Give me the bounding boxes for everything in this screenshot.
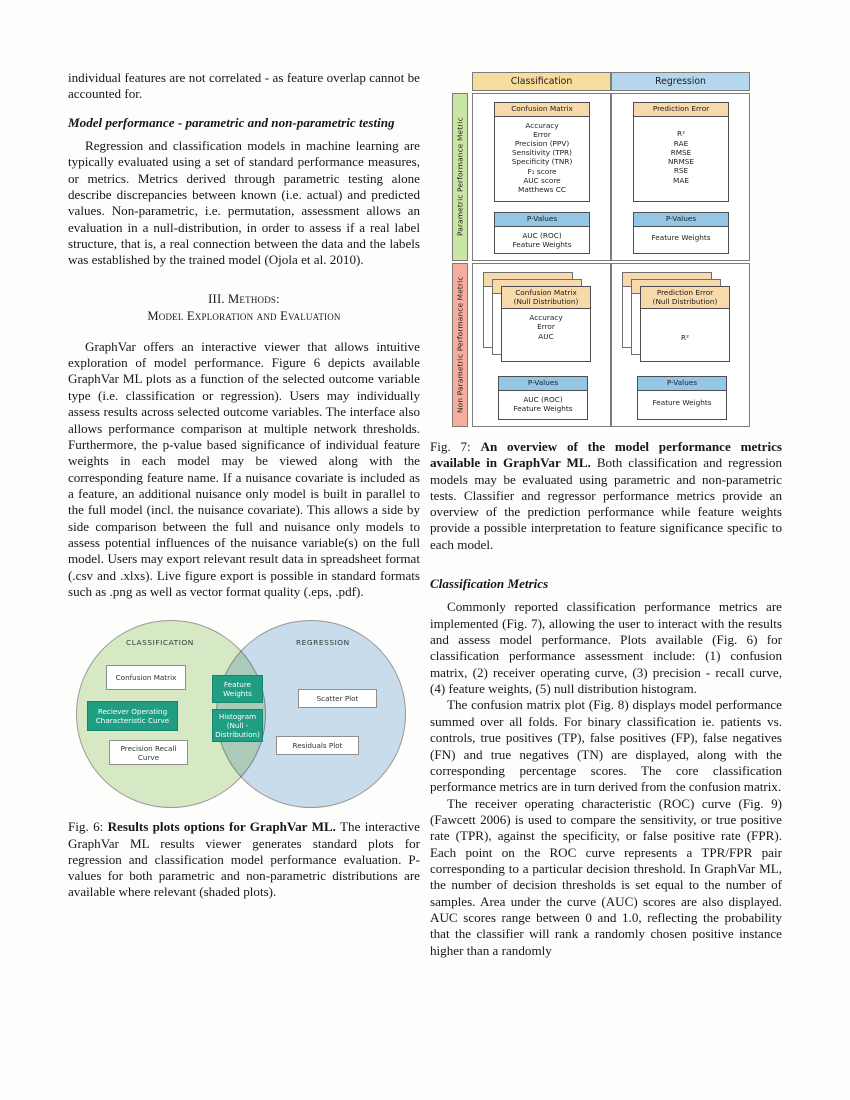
card-title: P-Values [638, 377, 726, 391]
venn-label-classification: CLASSIFICATION [126, 638, 194, 648]
card-items: Feature Weights [651, 233, 711, 243]
venn-box-text: Scatter Plot [316, 694, 359, 704]
venn-box-text: Reciever Operating Characteristic Curve [95, 707, 170, 726]
paragraph-methods: GraphVar offers an interactive viewer th… [68, 338, 420, 599]
section-heading-line-1: III. Methods: [208, 291, 280, 306]
card-title: P-Values [634, 213, 728, 227]
venn-box-roc-curve: Reciever Operating Characteristic Curve [87, 701, 178, 732]
card-title: Prediction Error [634, 103, 728, 117]
card-title: P-Values [495, 213, 589, 227]
card-confusion-matrix: Confusion Matrix Accuracy Error Precisio… [494, 102, 590, 202]
card-items: Accuracy Error AUC [529, 313, 563, 341]
venn-box-residuals-plot: Residuals Plot [276, 736, 359, 756]
card-p-values-nonparam-classification: P-Values AUC (ROC) Feature Weights [498, 376, 588, 420]
venn-box-scatter-plot: Scatter Plot [298, 689, 377, 709]
figure-7-quadrant-parametric-regression: Prediction Error R² RAE RMSE NRMSE RSE M… [611, 93, 750, 261]
section-heading: III. Methods: Model Exploration and Eval… [68, 291, 420, 325]
venn-label-regression: REGRESSION [296, 638, 350, 648]
card-p-values-regression: P-Values Feature Weights [633, 212, 729, 254]
venn-box-histogram-null-distribution: Histogram (Null - Distribution) [212, 709, 263, 743]
venn-box-text: Residuals Plot [292, 741, 343, 751]
figure-6-venn-diagram: CLASSIFICATION REGRESSION Confusion Matr… [68, 614, 420, 810]
figure-7-side-non-parametric: Non Parametric Performance Metric [452, 263, 468, 427]
card-confusion-matrix-null: Confusion Matrix (Null Distribution) Acc… [483, 272, 591, 362]
figure-7-quadrant-parametric-classification: Confusion Matrix Accuracy Error Precisio… [472, 93, 611, 261]
figure-7-header-regression: Regression [611, 72, 750, 91]
figure-6-caption-rest: The interactive GraphVar ML results view… [68, 819, 420, 900]
paragraph-model-performance: Regression and classification models in … [68, 138, 420, 268]
card-prediction-error: Prediction Error R² RAE RMSE NRMSE RSE M… [633, 102, 729, 202]
card-items: Feature Weights [652, 398, 712, 408]
card-p-values-nonparam-regression: P-Values Feature Weights [637, 376, 727, 420]
section-heading-line-2: Model Exploration and Evaluation [147, 308, 341, 323]
venn-box-confusion-matrix: Confusion Matrix [106, 665, 186, 691]
figure-7-caption-prefix: Fig. 7: [430, 439, 481, 454]
card-items: AUC (ROC) Feature Weights [513, 394, 573, 413]
figure-6-caption-prefix: Fig. 6: [68, 819, 108, 835]
card-prediction-error-null: Prediction Error (Null Distribution) R² [622, 272, 730, 362]
figure-7-caption-rest: Both classification and regression model… [430, 455, 782, 552]
card-items: R² [681, 333, 689, 343]
paragraph-confusion-matrix: The confusion matrix plot (Fig. 8) displ… [430, 697, 782, 795]
left-column: individual features are not correlated -… [68, 70, 420, 901]
figure-6-caption: Fig. 6: Results plots options for GraphV… [68, 819, 420, 900]
figure-7-header-classification: Classification [472, 72, 611, 91]
venn-box-feature-weights: Feature Weights [212, 675, 263, 704]
right-column: Classification Regression Parametric Per… [430, 70, 782, 959]
card-title: Confusion Matrix (Null Distribution) [502, 287, 590, 310]
figure-7-metrics-overview: Classification Regression Parametric Per… [444, 72, 760, 430]
card-title: Confusion Matrix [495, 103, 589, 117]
figure-7-caption-bold: An overview of the model performance met… [430, 439, 782, 471]
paragraph-classification-metrics: Commonly reported classification perform… [430, 599, 782, 697]
card-items: R² RAE RMSE NRMSE RSE MAE [667, 129, 695, 185]
figure-6-caption-bold: Results plots options for GraphVar ML. [107, 819, 336, 835]
figure-7-side-parametric: Parametric Performance Metric [452, 93, 468, 261]
figure-7-quadrant-nonparametric-classification: Confusion Matrix (Null Distribution) Acc… [472, 263, 611, 427]
figure-7-caption: Fig. 7: An overview of the model perform… [430, 439, 782, 553]
card-items: Accuracy Error Precision (PPV) Sensitivi… [511, 120, 573, 195]
figure-7-quadrant-nonparametric-regression: Prediction Error (Null Distribution) R² … [611, 263, 750, 427]
venn-box-precision-recall-curve: Precision Recall Curve [109, 740, 188, 766]
card-p-values-classification: P-Values AUC (ROC) Feature Weights [494, 212, 590, 254]
venn-box-text: Histogram (Null - Distribution) [215, 712, 260, 740]
subheading-model-performance: Model performance - parametric and non-p… [68, 114, 395, 130]
subheading-classification-metrics: Classification Metrics [430, 576, 549, 592]
venn-box-text: Precision Recall Curve [120, 743, 177, 762]
card-title: Prediction Error (Null Distribution) [641, 287, 729, 310]
paragraph-continued: individual features are not correlated -… [68, 70, 420, 102]
card-items: AUC (ROC) Feature Weights [512, 230, 572, 249]
venn-box-text: Feature Weights [223, 680, 252, 699]
venn-box-text: Confusion Matrix [115, 673, 177, 683]
card-title: P-Values [499, 377, 587, 391]
paragraph-roc-curve: The receiver operating characteristic (R… [430, 795, 782, 958]
